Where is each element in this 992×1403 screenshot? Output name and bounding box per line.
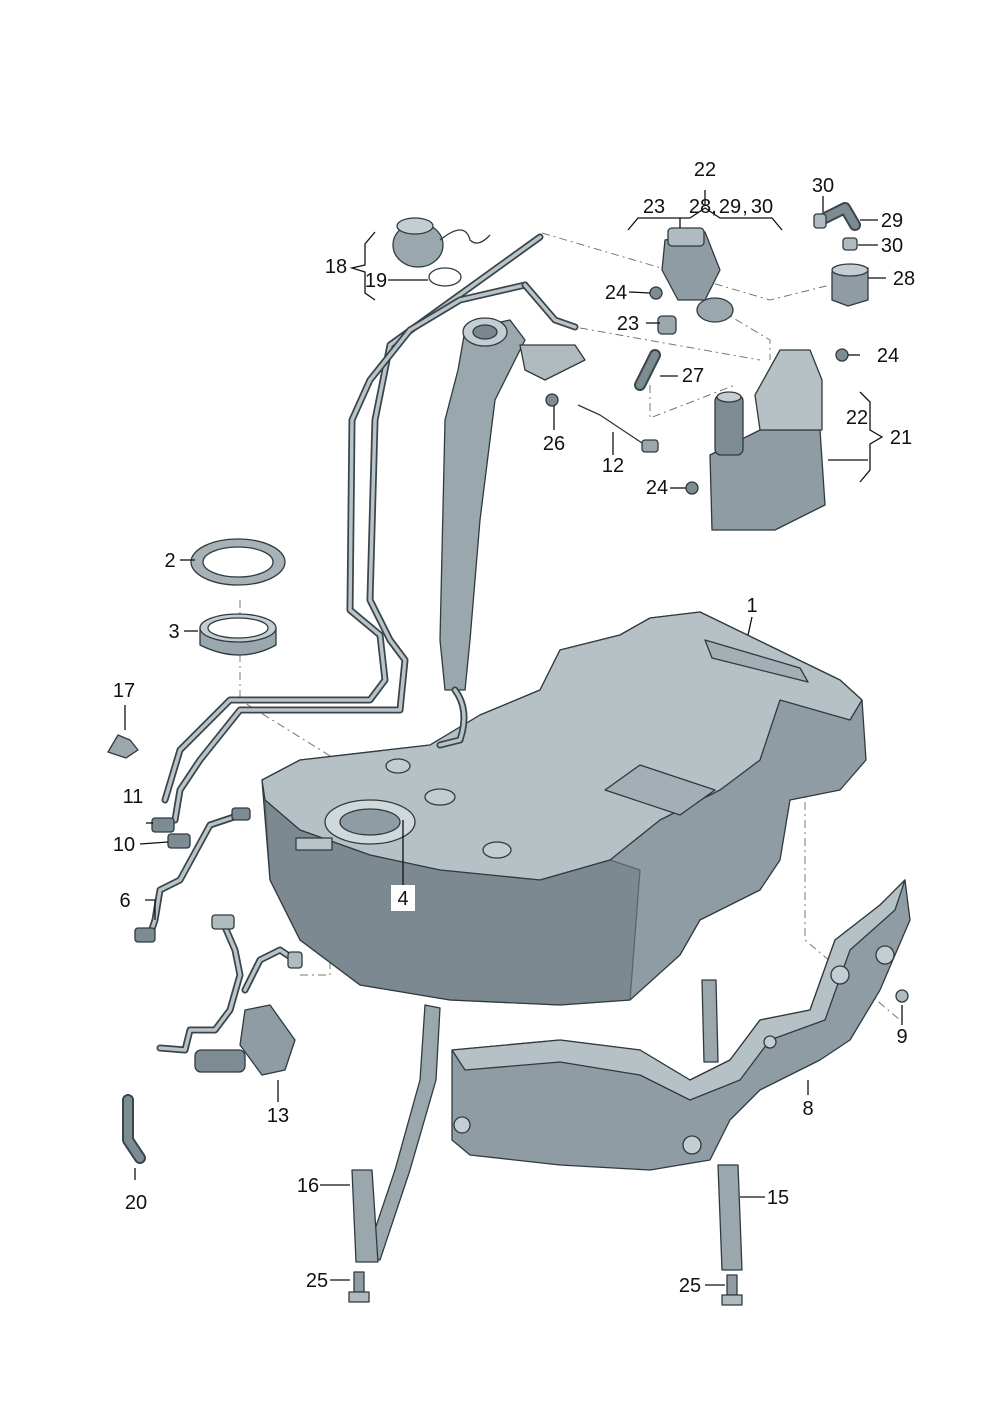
callout-12: 12 — [602, 455, 624, 477]
callout-labels: 1 2 3 4 6 8 9 10 11 12 13 15 16 17 18 19… — [113, 159, 915, 1297]
fuel-line-6 — [134, 807, 251, 943]
callout-4-box — [391, 885, 415, 911]
charcoal-canister — [709, 349, 826, 531]
callout-22-side: 22 — [846, 407, 868, 429]
callout-3: 3 — [168, 621, 179, 643]
callout-29-top: 29 — [719, 196, 741, 218]
hose-27 — [634, 349, 661, 391]
callout-19: 19 — [365, 270, 387, 292]
callout-27: 27 — [682, 365, 704, 387]
callout-29-side: 29 — [881, 210, 903, 232]
callout-13: 13 — [267, 1105, 289, 1127]
strap-15 — [717, 1164, 743, 1271]
fuel-lines — [161, 233, 579, 824]
bolt-26 — [545, 393, 559, 407]
callout-23-side: 23 — [617, 313, 639, 335]
tank-strap-left — [365, 979, 719, 1261]
callout-9: 9 — [896, 1026, 907, 1048]
bolt-25-right — [721, 1274, 743, 1306]
svg-text:,: , — [742, 196, 748, 218]
strap-16 — [351, 1169, 379, 1263]
callout-16: 16 — [297, 1175, 319, 1197]
clamp-23 — [657, 315, 677, 335]
callout-20: 20 — [125, 1192, 147, 1214]
callout-8: 8 — [802, 1098, 813, 1120]
hose-20 — [122, 1094, 146, 1164]
callout-10: 10 — [113, 834, 135, 856]
flange-seal — [199, 613, 277, 656]
clamp-30-small — [813, 213, 827, 229]
svg-text:,: , — [711, 196, 717, 218]
callout-24-c: 24 — [646, 477, 668, 499]
callout-18: 18 — [325, 256, 347, 278]
nut-24-c — [685, 481, 699, 495]
nut-24-b — [835, 348, 849, 362]
fuel-tank — [261, 611, 867, 1006]
callout-25-right: 25 — [679, 1275, 701, 1297]
fuel-pump-assembly — [156, 914, 303, 1076]
callout-22-top: 22 — [694, 159, 716, 181]
filter-28 — [831, 263, 869, 307]
nut-9 — [895, 989, 909, 1003]
seal-ring — [428, 267, 462, 287]
callout-2: 2 — [164, 550, 175, 572]
callout-4: 4 — [397, 888, 408, 910]
callout-21: 21 — [890, 427, 912, 449]
purge-valve — [661, 227, 734, 323]
callout-30-top-bracket: 30 — [751, 196, 773, 218]
callout-30-top: 30 — [812, 175, 834, 197]
callout-17: 17 — [113, 680, 135, 702]
fuel-cap — [392, 217, 491, 268]
callout-28-top: 28 — [689, 196, 711, 218]
nut-24-a — [649, 286, 663, 300]
filler-neck — [436, 317, 586, 749]
callout-23-top: 23 — [643, 196, 665, 218]
hose-29 — [819, 202, 861, 231]
wiring-lead-12 — [577, 404, 659, 453]
callout-1: 1 — [746, 595, 757, 617]
connector-10 — [167, 833, 191, 849]
callout-30-side: 30 — [881, 235, 903, 257]
locking-ring — [190, 538, 286, 586]
bracket-separators: , , — [711, 196, 748, 218]
callout-25-left: 25 — [306, 1270, 328, 1292]
connector-11 — [151, 817, 175, 833]
callout-26: 26 — [543, 433, 565, 455]
callout-15: 15 — [767, 1187, 789, 1209]
callout-24-b: 24 — [877, 345, 899, 367]
clamp-30 — [842, 237, 858, 251]
clip — [107, 734, 139, 759]
callout-24-a: 24 — [605, 282, 627, 304]
heat-shield — [451, 879, 911, 1171]
bolt-25-left — [348, 1271, 370, 1303]
callout-11: 11 — [123, 786, 144, 808]
callout-6: 6 — [119, 890, 130, 912]
leader-lines — [124, 190, 903, 1286]
callout-28-side: 28 — [893, 268, 915, 290]
